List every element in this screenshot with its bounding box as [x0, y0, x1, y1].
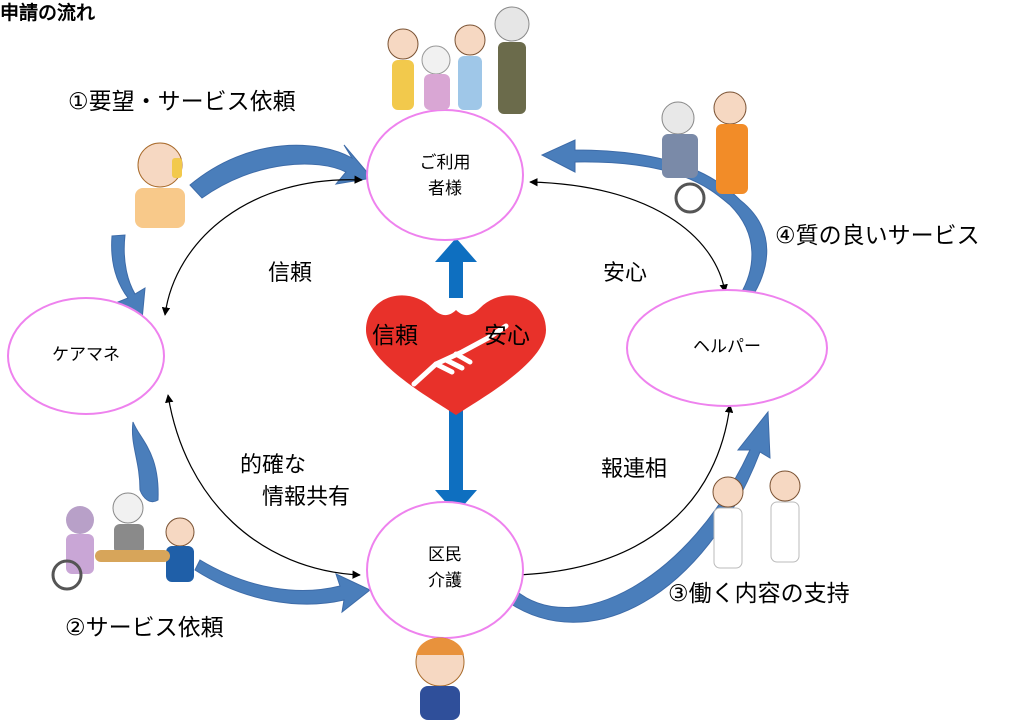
step4-label: ④質の良いサービス — [775, 223, 980, 249]
nurses-illustration — [712, 470, 801, 569]
node-care-manager — [7, 297, 165, 415]
heart-trust-label: 信頼 — [372, 323, 418, 349]
accurate-label: 的確な — [240, 453, 307, 478]
relation-arrow-office-helper — [514, 404, 734, 579]
info-sharing-label: 情報共有 — [262, 485, 351, 510]
relation-arrow-care-office — [165, 394, 361, 579]
helper-wheelchair-illustration — [661, 91, 748, 214]
report-label: 報連相 — [601, 457, 668, 482]
trust-label: 信頼 — [268, 261, 313, 286]
relation-arrow-user-care — [161, 175, 363, 316]
heart-relief-label: 安心 — [484, 323, 530, 349]
step1-label: ①要望・サービス依頼 — [68, 89, 296, 115]
heart-handshake-icon — [366, 295, 546, 415]
flow-arrow-step2 — [131, 421, 159, 503]
node-helper-label: ヘルパー — [693, 337, 761, 357]
flow-arrow-to-office — [194, 559, 371, 614]
node-office — [366, 501, 524, 639]
relief-label: 安心 — [603, 261, 648, 286]
meeting-illustration — [51, 492, 195, 591]
node-helper — [626, 289, 828, 407]
step3-label: ③働く内容の支持 — [668, 581, 850, 607]
node-care-manager-label: ケアマネ — [52, 345, 120, 365]
node-office-label: 区民 介護 — [428, 545, 462, 592]
node-user — [366, 109, 524, 241]
phone-operator-illustration — [135, 142, 185, 228]
staff-illustration — [415, 637, 465, 720]
center-arrow-shaft — [449, 410, 463, 490]
relation-arrow-user-helper — [529, 177, 728, 293]
center-arrow-up — [435, 238, 477, 298]
step2-label: ②サービス依頼 — [65, 615, 224, 641]
page-title: 申請の流れ — [0, 2, 96, 24]
node-user-label: ご利用 者様 — [419, 153, 471, 200]
family-illustration — [387, 6, 530, 114]
